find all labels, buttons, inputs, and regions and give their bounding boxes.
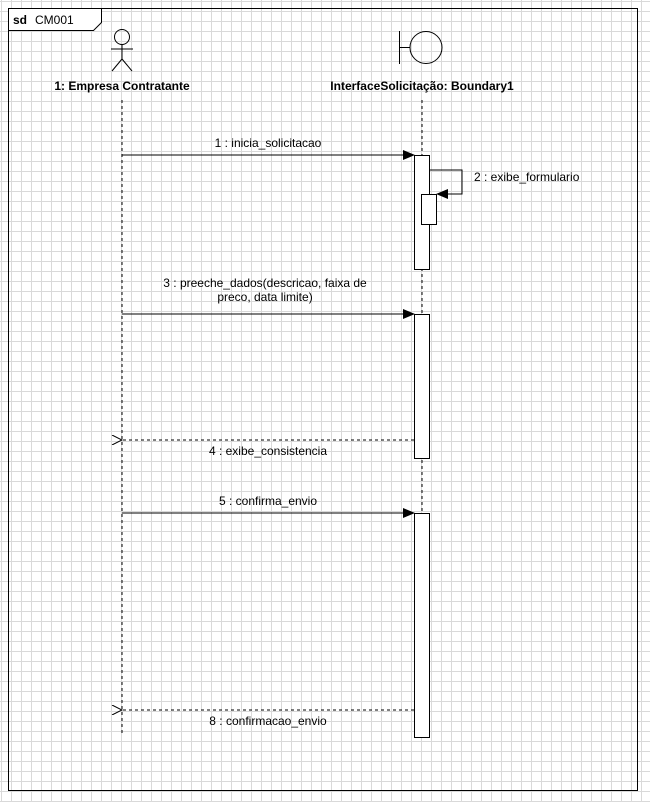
message-label: 2 : exibe_formulario xyxy=(474,170,580,184)
message-label: 8 : confirmacao_envio xyxy=(209,714,327,728)
message-label: 4 : exibe_consistencia xyxy=(209,444,327,458)
frame-tab xyxy=(8,8,102,31)
message-4[interactable]: 4 : exibe_consistencia xyxy=(122,440,414,458)
frame-border xyxy=(8,8,638,791)
message-5[interactable]: 5 : confirma_envio xyxy=(122,494,415,518)
self-message-arrow xyxy=(430,169,463,199)
activation-bar xyxy=(414,314,430,459)
message-label-line1: 3 : preeche_dados(descricao, faixa de xyxy=(163,276,367,290)
frame-title: CM001 xyxy=(35,13,74,27)
boundary-icon xyxy=(399,31,443,64)
message-label: 5 : confirma_envio xyxy=(219,494,317,508)
message-8[interactable]: 8 : confirmacao_envio xyxy=(122,710,414,728)
frame-keyword: sd xyxy=(13,13,27,27)
actor-label: 1: Empresa Contratante xyxy=(54,79,190,93)
message-label-line2: preco, data limite) xyxy=(217,290,312,304)
message-label: 1 : inicia_solicitacao xyxy=(215,136,322,150)
message-1[interactable]: 1 : inicia_solicitacao xyxy=(122,136,415,160)
message-2[interactable]: 2 : exibe_formulario xyxy=(430,169,580,199)
lifeline-actor[interactable]: 1: Empresa Contratante xyxy=(54,29,190,736)
message-3[interactable]: 3 : preeche_dados(descricao, faixa de pr… xyxy=(122,276,415,319)
activation-bar-nested xyxy=(421,194,437,225)
boundary-label: InterfaceSolicitação: Boundary1 xyxy=(330,79,514,93)
actor-icon xyxy=(111,29,133,72)
activation-bar xyxy=(414,513,430,738)
